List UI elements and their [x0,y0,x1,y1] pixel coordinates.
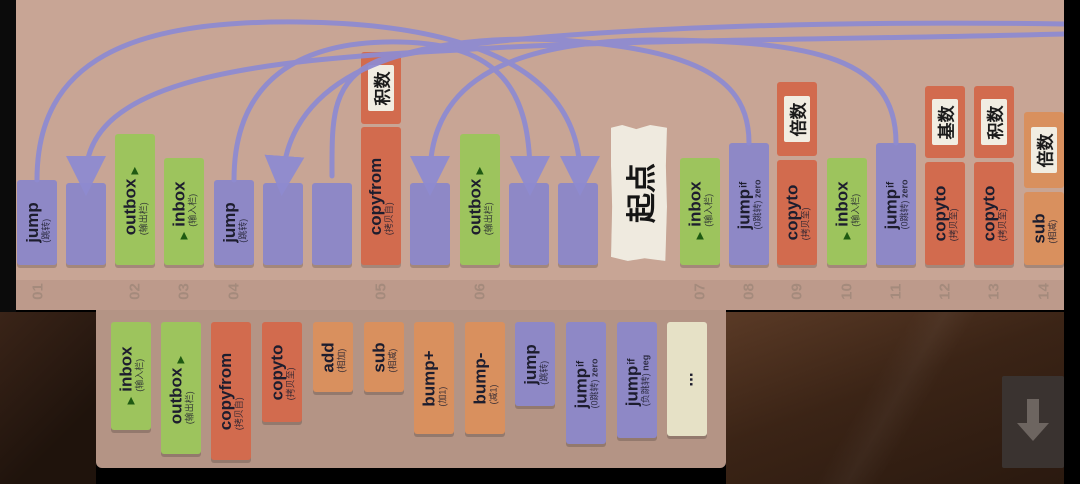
program-command-12[interactable]: copyto (拷贝至) [925,162,965,265]
up-arrow-icon: ▲ [177,227,191,243]
program-command-06[interactable]: outbox (输出栏) ▲ [460,134,500,265]
program-command-09-label[interactable]: 倍数 [777,82,817,156]
toolbox-jump-if-neg[interactable]: jumpif (负跳转) neg [617,322,657,438]
program-command-05-label[interactable]: 积数 [361,52,401,124]
line-number: 11 [887,283,905,300]
program-command-05[interactable]: copyfrom (拷贝自) [361,127,401,265]
program-command-01[interactable]: jump (跳转) [17,180,57,265]
toolbox-jump-if-zero[interactable]: jumpif (0跳转) zero [566,322,606,444]
right-edge [1064,0,1080,484]
toolbox-comment[interactable]: ... [667,322,707,436]
up-arrow-icon: ▲ [124,392,138,408]
left-edge [0,0,16,312]
toolbox-add[interactable]: add (相加) [313,322,353,392]
scroll-down-button[interactable] [1002,376,1064,468]
line-number: 08 [740,283,758,300]
jump-target[interactable] [410,183,450,265]
toolbox-outbox[interactable]: outbox (输出栏) ▲ [161,322,201,454]
toolbox-bump-plus[interactable]: bump+ (加1) [414,322,454,434]
jump-target[interactable] [312,183,352,265]
program-command-02[interactable]: outbox (输出栏) ▲ [115,134,155,265]
line-number: 13 [985,283,1003,300]
toolbox-copyto[interactable]: copyto (拷贝至) [262,322,302,422]
program-command-14[interactable]: sub (相减) [1024,192,1064,265]
jump-target[interactable] [263,183,303,265]
program-command-14-label[interactable]: 倍数 [1024,112,1064,188]
program-command-04[interactable]: jump (跳转) [214,180,254,265]
line-number: 07 [691,283,709,300]
line-number: 14 [1035,283,1053,300]
line-number: 12 [936,283,954,300]
program-command-11[interactable]: jumpif (0跳转) zero [876,143,916,265]
program-command-03[interactable]: ▲ inbox (输入栏) [164,158,204,265]
jump-target[interactable] [66,183,106,265]
down-arrow-icon [1017,399,1049,441]
line-number: 05 [372,283,390,300]
program-command-08[interactable]: jumpif (0跳转) zero [729,143,769,265]
toolbox-jump[interactable]: jump (跳转) [515,322,555,406]
floor-left [0,312,96,484]
line-number: 04 [225,283,243,300]
line-number: 09 [788,283,806,300]
up-arrow-icon: ▲ [128,162,142,178]
program-command-07[interactable]: ▲ inbox (输入栏) [680,158,720,265]
program-command-13-label[interactable]: 积数 [974,86,1014,158]
up-arrow-icon: ▲ [840,227,854,243]
start-label: 起点 [611,125,667,261]
line-number: 03 [175,283,193,300]
jump-target[interactable] [509,183,549,265]
up-arrow-icon: ▲ [473,162,487,178]
program-command-10[interactable]: ▲ inbox (输入栏) [827,158,867,265]
program-command-13[interactable]: copyto (拷贝至) [974,162,1014,265]
line-number: 10 [838,283,856,300]
toolbox-bump-minus[interactable]: bump- (减1) [465,322,505,434]
program-command-09[interactable]: copyto (拷贝至) [777,160,817,265]
jump-target[interactable] [558,183,598,265]
toolbox-sub[interactable]: sub (相减) [364,322,404,392]
up-arrow-icon: ▲ [174,351,188,367]
line-number: 01 [29,283,47,300]
toolbox-copyfrom[interactable]: copyfrom (拷贝自) [211,322,251,460]
toolbox-inbox[interactable]: ▲ inbox (输入栏) [111,322,151,430]
line-number: 06 [471,283,489,300]
line-number: 02 [126,283,144,300]
program-command-12-label[interactable]: 基数 [925,86,965,158]
up-arrow-icon: ▲ [693,227,707,243]
